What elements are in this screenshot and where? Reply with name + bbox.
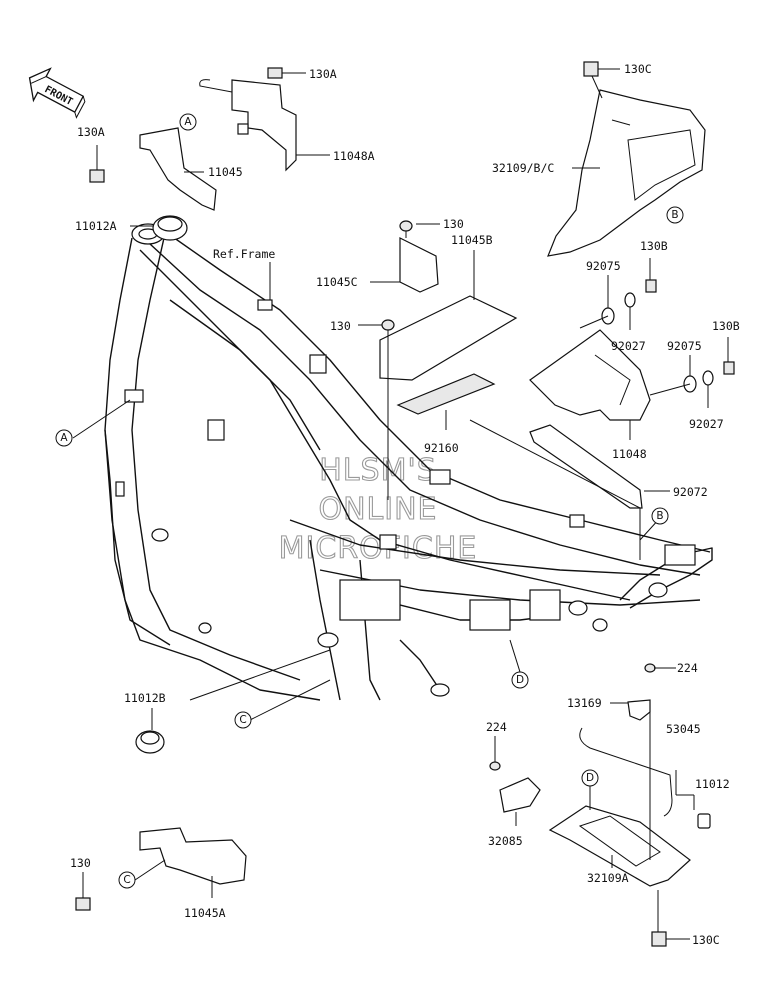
label-32109a: 32109A [587,871,629,885]
callout-d-mid: D [511,671,529,689]
bolt-130-center [358,319,395,500]
callout-a-left-label: A [60,432,68,444]
label-92075-right: 92075 [667,339,702,353]
callout-b-top: B [666,206,684,224]
label-130b-top: 130B [640,239,668,253]
callout-b-right-label: B [656,510,663,522]
label-224-right: 224 [677,661,698,675]
part-labels: 130A 11048A 130A 11045 11012A Ref.Frame … [70,62,740,947]
label-ref-frame: Ref.Frame [213,247,275,261]
watermark-line-2: ONLINE [318,492,437,527]
callout-a-top: A [179,113,197,131]
label-32109bc: 32109/B/C [492,161,554,175]
part-11045a [139,827,247,885]
label-130-center: 130 [330,319,351,333]
part-11045c [399,220,439,293]
label-11012: 11012 [695,777,730,791]
callout-d-bottom: D [581,769,599,787]
bolt-130a-top [267,67,306,79]
label-224-low: 224 [486,720,507,734]
part-13169 [627,699,651,721]
part-32109a [548,805,691,887]
label-11012b: 11012B [124,691,166,705]
callout-c-bottom-label: C [123,874,130,886]
bolt-130c-top [583,61,620,99]
part-32109bc [547,89,706,257]
callout-c-left: C [234,711,252,729]
label-11045: 11045 [208,165,243,179]
callout-d-bottom-label: D [586,772,594,784]
label-11045c: 11045C [316,275,358,289]
part-11048a [199,79,297,172]
label-53045: 53045 [666,722,701,736]
watermark: HLSM'S ONLINE MICROFICHE [278,452,478,566]
label-92160: 92160 [424,441,459,455]
callout-b-top-label: B [671,209,678,221]
label-11012a: 11012A [75,219,117,233]
label-130c-top: 130C [624,62,652,76]
label-130a-top: 130A [309,67,337,81]
part-11012 [697,813,711,829]
label-11045a: 11045A [184,906,226,920]
callout-a-left: A [55,429,73,447]
part-53045 [579,727,673,817]
part-11045b [379,284,518,381]
bolts-224 [489,663,656,771]
callout-c-bottom: C [118,871,136,889]
label-130b-right: 130B [712,319,740,333]
bolt-130c-bottom [651,890,690,947]
front-arrow-icon: FRONT [28,67,86,119]
part-11012a [152,215,188,241]
label-32085: 32085 [488,834,523,848]
label-130-mid: 130 [443,217,464,231]
fasteners-upper-right [579,279,735,396]
label-92075-top: 92075 [586,259,621,273]
leader-lines [72,154,729,898]
label-11048a: 11048A [333,149,375,163]
part-11048 [529,329,651,421]
watermark-line-1: HLSM'S [319,453,437,488]
label-92027-right: 92027 [689,417,724,431]
callout-b-right: B [651,507,669,525]
label-92027-top: 92027 [611,339,646,353]
label-130-bottom: 130 [70,856,91,870]
label-130a-left: 130A [77,125,105,139]
part-11012b [135,730,165,754]
bolt-130a-left [89,145,105,183]
label-13169: 13169 [567,696,602,710]
part-92160 [396,373,496,415]
label-11048: 11048 [612,447,647,461]
callout-d-mid-label: D [516,674,524,686]
part-92072 [529,424,643,509]
main-frame [104,223,713,701]
label-130c-bottom: 130C [692,933,720,947]
watermark-line-3: MICROFICHE [279,531,478,566]
bolt-130-bottom [75,872,91,911]
callout-c-left-label: C [239,714,246,726]
label-11045b: 11045B [451,233,493,247]
part-32085 [499,777,541,813]
callout-a-top-label: A [184,116,192,128]
part-11045 [139,127,217,211]
label-92072: 92072 [673,485,708,499]
